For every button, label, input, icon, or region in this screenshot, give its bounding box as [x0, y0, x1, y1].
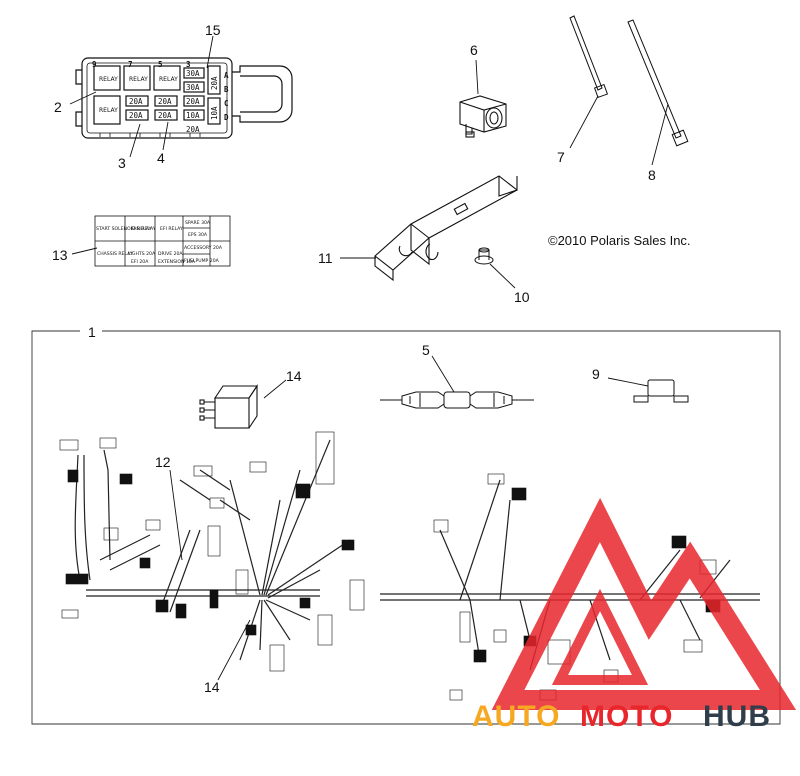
fuse-value: 10A	[186, 111, 200, 120]
label-cell: EFI RELAY	[160, 226, 183, 232]
label-cell: DRIVE 20A	[158, 251, 183, 257]
callout-2: 2	[54, 99, 62, 115]
fuse-value: 20A	[129, 97, 143, 106]
label-cell: EPS 30A	[188, 232, 208, 238]
mounting-bracket	[374, 175, 519, 282]
callout-4: 4	[157, 150, 165, 166]
relay-label: RELAY	[99, 107, 118, 114]
callout-8: 8	[648, 167, 656, 183]
label-cell: CHASSIS RELAY	[97, 251, 133, 257]
fuse-box-number-9: 9	[92, 60, 97, 69]
label-cell: EFI 20A	[131, 259, 149, 265]
push-rivet	[474, 247, 494, 265]
label-cell: ACCESSORY 20A	[184, 245, 223, 251]
fuse-value: 20A	[129, 111, 143, 120]
harness-connectors-left	[59, 431, 365, 672]
fuse-value: 30A	[186, 69, 200, 78]
label-cell: START SOLENOID RELAY	[96, 226, 152, 232]
fuse-value: 30A	[186, 83, 200, 92]
label-cell: SPARE 30A	[185, 220, 211, 226]
fuse-box-number-7: 7	[128, 60, 133, 69]
fuse-box-letter-d: D	[224, 113, 229, 122]
fuse-value: 20A	[186, 97, 200, 106]
cable-tie-long	[627, 19, 689, 147]
label-cell: EXTENSION 10A	[158, 259, 196, 265]
watermark-logo	[491, 497, 797, 710]
callout-1: 1	[88, 324, 96, 340]
relay-label: RELAY	[99, 76, 118, 83]
fuse-label-cells: START SOLENOID RELAY FAN RELAY EFI RELAY…	[96, 220, 223, 265]
fuse-value-side: 20A	[210, 76, 219, 90]
fuse-box-letter-a: A	[224, 71, 229, 80]
callout-13: 13	[52, 247, 68, 263]
fuse-box-number-5: 5	[158, 60, 163, 69]
fuse-value-side: 10A	[210, 106, 219, 120]
callout-3: 3	[118, 155, 126, 171]
fuse-label-decal	[94, 215, 231, 267]
callout-15: 15	[205, 22, 221, 38]
copyright-text: ©2010 Polaris Sales Inc.	[548, 233, 691, 248]
callout-7: 7	[557, 149, 565, 165]
fuse-box-leaders	[69, 35, 214, 158]
callout-14-relay: 14	[286, 368, 302, 384]
wire-harness-left	[74, 439, 351, 661]
blade-fuse	[633, 379, 689, 403]
inline-fuse-holder	[380, 391, 534, 409]
label-cell: FUELPUMP 20A	[184, 258, 220, 264]
relay-label: RELAY	[129, 76, 148, 83]
watermark-text-hub: HUB	[703, 700, 771, 733]
callout-11: 11	[318, 250, 333, 266]
fuse-box-letter-b: B	[224, 85, 229, 94]
callout-10: 10	[514, 289, 530, 305]
relay-module	[199, 384, 259, 429]
label-cell: FAN RELAY	[131, 226, 156, 232]
fuse-value: 20A	[158, 111, 172, 120]
callout-5: 5	[422, 342, 430, 358]
cable-tie-short	[569, 15, 609, 99]
label-cell: LIGHTS 20A	[128, 251, 156, 257]
fuse-value: 20A	[186, 125, 200, 134]
callout-12: 12	[155, 454, 171, 470]
fuse-box-number-3: 3	[186, 60, 191, 69]
fuse-value: 20A	[158, 97, 172, 106]
watermark-text-auto: AUTO	[472, 700, 560, 733]
callout-9: 9	[592, 366, 600, 382]
fuse-box-letter-c: C	[224, 99, 229, 108]
fuse-box	[75, 57, 293, 139]
callout-14-harness: 14	[204, 679, 220, 695]
callout-6: 6	[470, 42, 478, 58]
connector-housing	[459, 95, 507, 138]
harness-frame	[31, 330, 781, 725]
watermark-text-moto: MOTO	[580, 700, 673, 733]
relay-label: RELAY	[159, 76, 178, 83]
